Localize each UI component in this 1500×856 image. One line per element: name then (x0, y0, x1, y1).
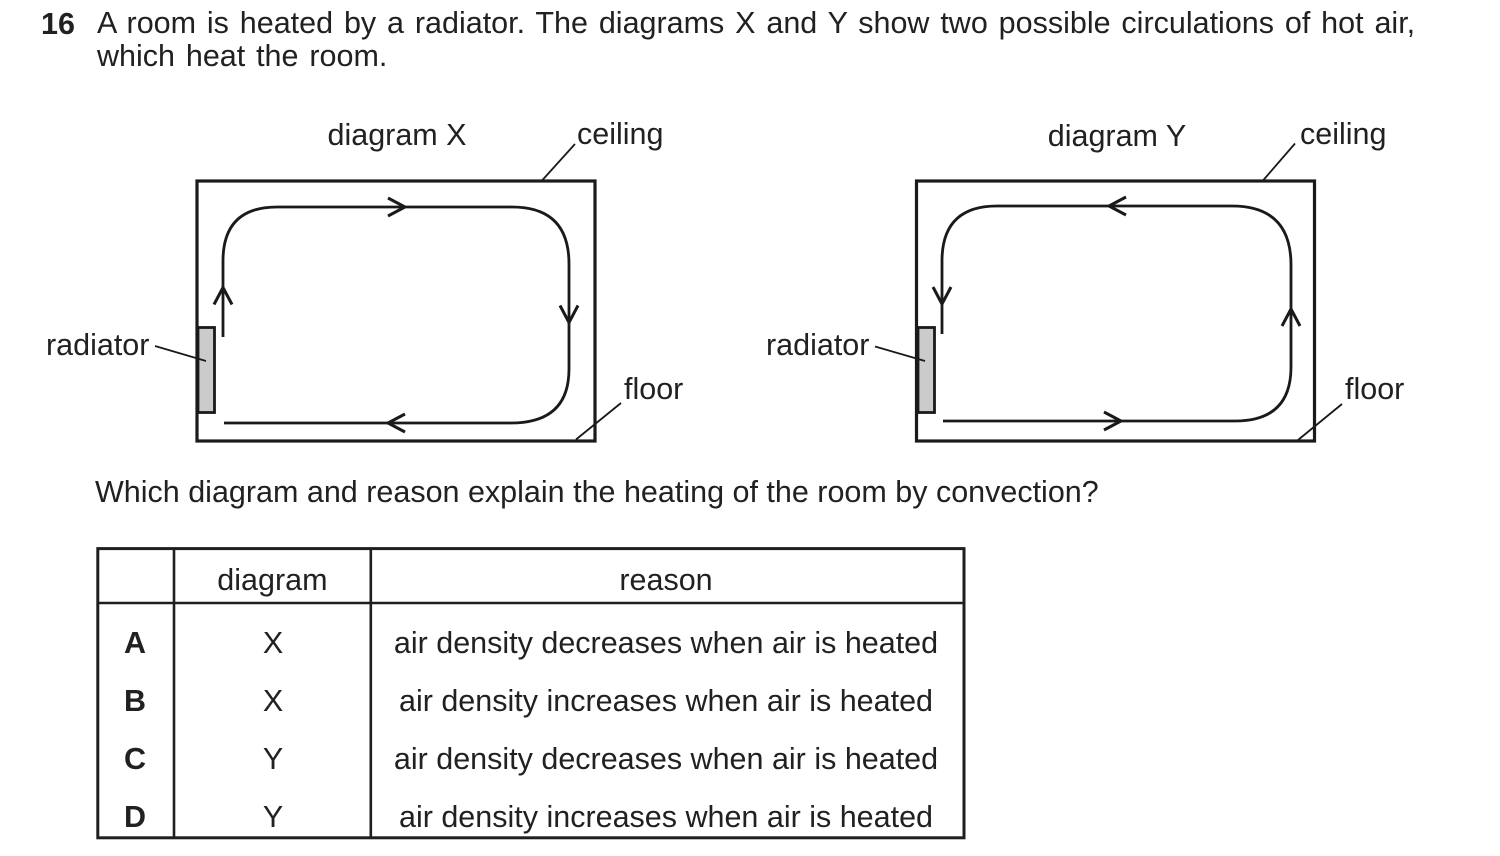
option-reason-d: air density increases when air is heated (398, 800, 934, 835)
option-letter-b: B (123, 683, 147, 718)
arrow-y-up-icon (1280, 305, 1302, 327)
floor-label-y: floor (1345, 372, 1405, 407)
room-x-walls (195, 179, 597, 443)
arrow-x-right-icon (387, 196, 409, 218)
question-text-line-1: A room is heated by a radiator. The diag… (97, 6, 1416, 41)
ceiling-label-y: ceiling (1300, 116, 1387, 151)
question-text-line-2: which heat the room. (97, 39, 388, 74)
convection-loop-y (940, 204, 1293, 423)
leader-x-ceiling (541, 143, 576, 182)
arrow-x-up-icon (212, 284, 234, 306)
arrow-y-down-icon (931, 286, 953, 308)
option-diagram-b: X (262, 683, 284, 718)
radiator-y (916, 326, 936, 414)
radiator-label-x: radiator (46, 328, 150, 363)
ceiling-label-x: ceiling (577, 116, 664, 151)
option-diagram-c: Y (262, 742, 284, 776)
answer-table-grid (96, 547, 966, 840)
question-prompt: Which diagram and reason explain the hea… (95, 475, 1099, 510)
option-reason-b: air density increases when air is heated (398, 683, 934, 718)
option-diagram-d: Y (262, 800, 284, 835)
diagram-x-title: diagram X (327, 118, 467, 153)
arrow-x-left-icon (384, 412, 406, 434)
leader-y-floor (1297, 403, 1343, 441)
table-header-reason: reason (619, 562, 713, 597)
arrow-y-left-icon (1105, 195, 1127, 217)
option-letter-c: C (123, 742, 147, 776)
option-reason-c: air density decreases when air is heated (393, 742, 939, 776)
convection-loop-x (221, 205, 571, 425)
option-diagram-a: X (262, 625, 284, 660)
option-letter-a: A (123, 625, 147, 660)
question-number: 16 (41, 6, 75, 41)
diagram-y-figure (874, 142, 1343, 443)
room-y-walls (914, 179, 1317, 443)
leader-x-radiator (154, 345, 207, 362)
leader-y-radiator (874, 345, 926, 362)
radiator-label-y: radiator (766, 327, 870, 362)
diagram-y-title: diagram Y (1047, 119, 1187, 154)
arrow-x-down-icon (558, 304, 580, 326)
floor-label-x: floor (624, 372, 684, 407)
table-header-diagram: diagram (217, 562, 328, 597)
option-letter-d: D (123, 800, 147, 835)
arrow-y-right-icon (1103, 410, 1125, 432)
leader-x-floor (575, 402, 622, 441)
table-outer-border (96, 547, 966, 840)
option-reason-a: air density decreases when air is heated (393, 625, 939, 660)
diagram-x-figure (154, 143, 622, 443)
radiator-x (196, 326, 216, 414)
leader-y-ceiling (1262, 142, 1296, 182)
question-text: A room is heated by a radiator. The diag… (97, 7, 1415, 73)
